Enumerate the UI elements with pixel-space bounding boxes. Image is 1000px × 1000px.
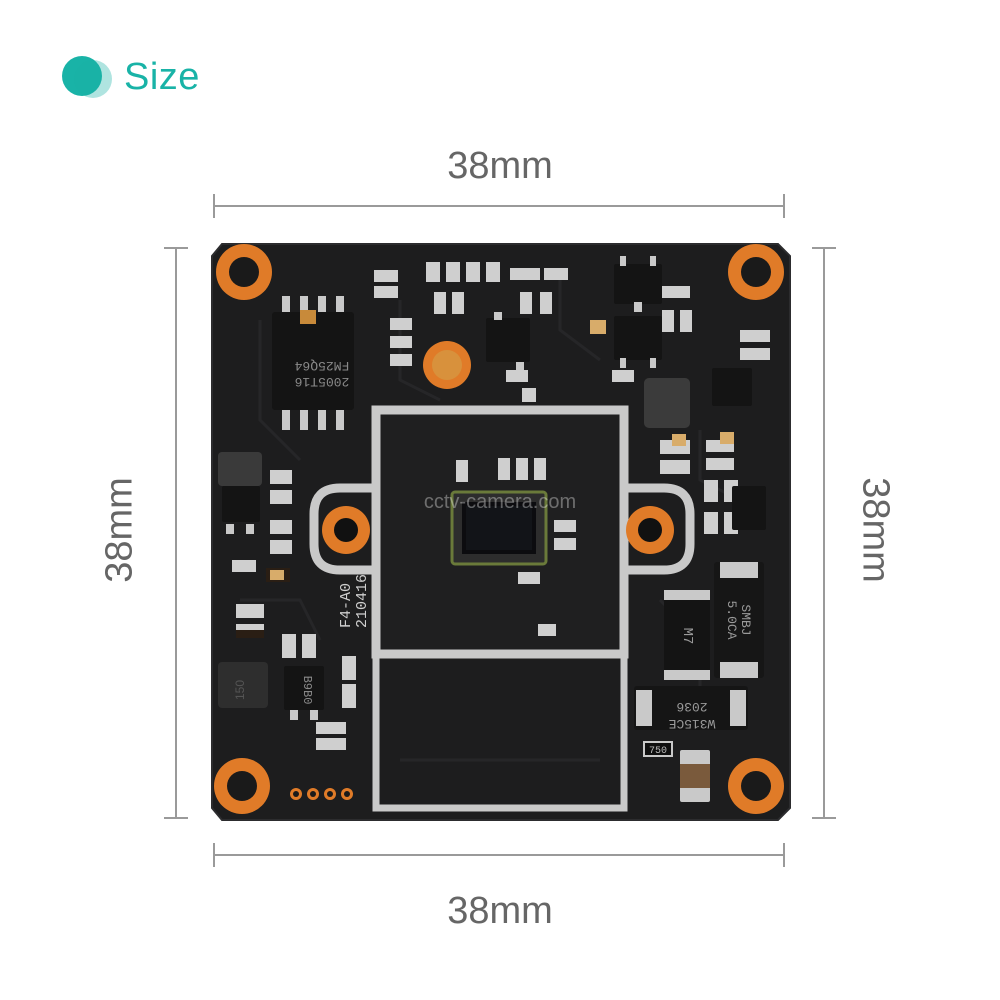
- svg-text:W315CE: W315CE: [668, 716, 715, 731]
- pcb-date-label: 210416: [354, 574, 371, 628]
- tvs-diode-smbj: SMBJ 5.0CA: [714, 562, 764, 678]
- chip-b9-label: B9B0: [300, 676, 314, 705]
- svg-text:2036: 2036: [676, 699, 707, 714]
- mount-pad-bottom-right: [728, 758, 784, 814]
- svg-text:SMBJ: SMBJ: [738, 604, 753, 635]
- mount-pad-left: [322, 506, 370, 554]
- resistor-750: 750: [643, 741, 673, 757]
- flash-chip-label-1: FM25Q64: [294, 358, 349, 373]
- image-sensor-chip: [450, 490, 548, 566]
- teal-dot-icon: [62, 54, 114, 100]
- lens-mount-outline: [309, 405, 695, 812]
- capacitor-bottom-right: [680, 750, 710, 802]
- size-header: Size: [62, 52, 200, 102]
- svg-text:5.0CA: 5.0CA: [724, 600, 739, 639]
- inductor-right: [644, 378, 690, 428]
- watermark: cctv-camera.com: [424, 491, 576, 513]
- width-label-bottom: 38mm: [447, 890, 553, 932]
- svg-text:150: 150: [233, 680, 247, 700]
- pcb-version-label: F4-A0: [338, 583, 355, 628]
- diode-m7: M7: [664, 590, 710, 680]
- svg-text:M7: M7: [679, 628, 695, 645]
- flash-chip-label-2: 2005T16: [295, 374, 350, 389]
- inductor-left: [218, 452, 262, 486]
- dimension-lines: [164, 194, 836, 867]
- pcb-board: FM25Q64 2005T16 F4-A0 210416: [211, 243, 791, 821]
- mount-pad-right: [626, 506, 674, 554]
- inductor-bottom-left: 150: [218, 662, 268, 708]
- regulator-w315ce: 2036 W315CE: [634, 686, 748, 731]
- svg-text:750: 750: [649, 746, 667, 757]
- sot-transistors: [222, 264, 766, 710]
- section-title: Size: [124, 55, 200, 98]
- mount-pad-top-right: [728, 244, 784, 300]
- flash-chip-fm25q64: FM25Q64 2005T16: [272, 296, 354, 430]
- mount-pad-top-left: [216, 244, 272, 300]
- mount-pad-bottom-left: [214, 758, 270, 814]
- width-label-top: 38mm: [447, 145, 553, 187]
